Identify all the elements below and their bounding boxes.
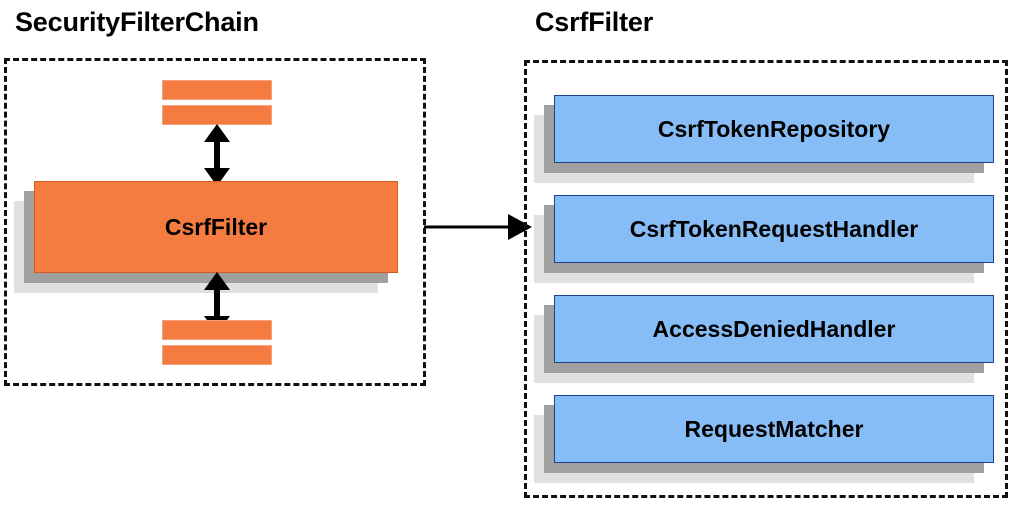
collaborator-card-csrf-token-repository[interactable]: CsrfTokenRepository [534, 95, 994, 183]
connector-shaft [424, 225, 512, 229]
filter-stub-top-2 [162, 105, 272, 125]
collaborator-label: AccessDeniedHandler [554, 295, 994, 363]
collaborator-card-csrf-token-request-handler[interactable]: CsrfTokenRequestHandler [534, 195, 994, 283]
filter-stub-bottom-1 [162, 320, 272, 340]
csrffilter-label: CsrfFilter [34, 181, 398, 273]
left-to-right-connector [424, 214, 532, 240]
right-panel-title: CsrfFilter [535, 7, 654, 37]
arrow-shaft [214, 284, 220, 322]
filter-stub-bottom-2 [162, 345, 272, 365]
filter-stub-top-1 [162, 80, 272, 100]
arrow-above-csrffilter [200, 124, 234, 186]
left-panel-title: SecurityFilterChain [15, 7, 259, 37]
collaborator-label: RequestMatcher [554, 395, 994, 463]
connector-arrow-head-icon [508, 214, 532, 240]
collaborator-card-access-denied-handler[interactable]: AccessDeniedHandler [534, 295, 994, 383]
arrow-head-up-icon [204, 272, 230, 290]
collaborator-label: CsrfTokenRequestHandler [554, 195, 994, 263]
collaborator-card-request-matcher[interactable]: RequestMatcher [534, 395, 994, 483]
collaborator-label: CsrfTokenRepository [554, 95, 994, 163]
security-filter-chain-container [4, 58, 426, 386]
csrffilter-collaborators-container [524, 60, 1008, 498]
arrow-head-up-icon [204, 124, 230, 142]
arrow-shaft [214, 136, 220, 174]
csrffilter-card[interactable]: CsrfFilter [14, 181, 398, 293]
